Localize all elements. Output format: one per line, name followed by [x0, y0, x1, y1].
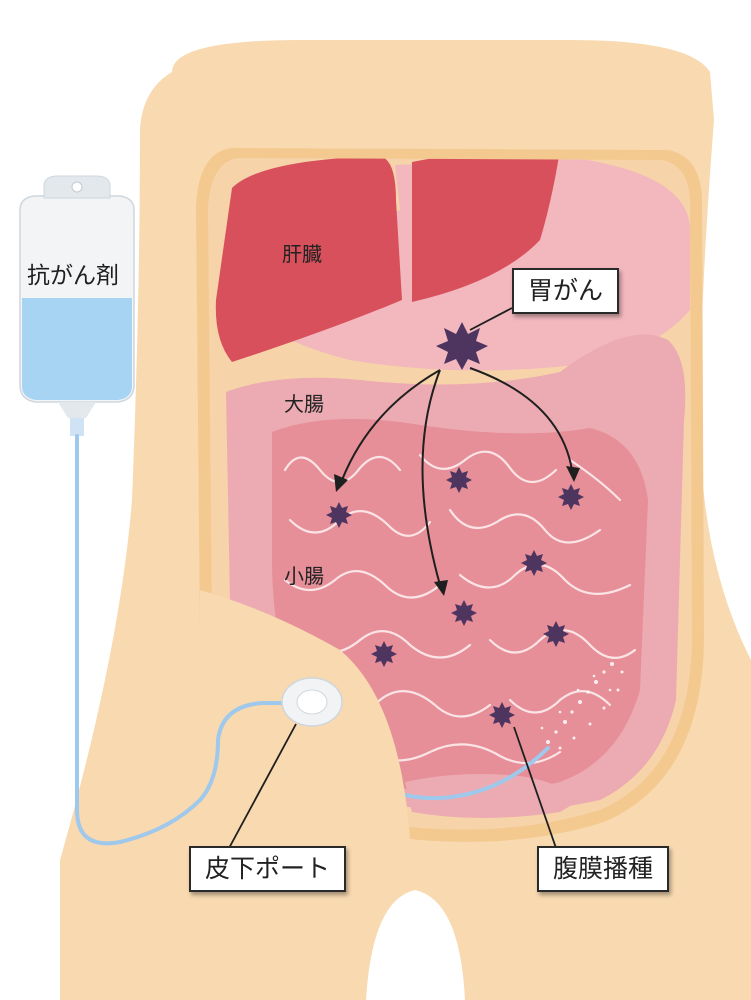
spread-arrows: [341, 367, 573, 586]
subcutaneous-port: [281, 677, 343, 727]
leader-peritoneal-dissemination: [513, 726, 557, 849]
leader-lines: [227, 307, 557, 851]
leader-subcutaneous-port: [227, 723, 297, 851]
liver-right-lobe: [412, 158, 560, 302]
drug-bag-neck: [58, 402, 96, 418]
stomach-cancer-label: 胃がん: [512, 268, 620, 314]
drug-bag: [19, 175, 135, 436]
tumor-nodule: [489, 702, 515, 728]
large-intestine-label: 大腸: [284, 392, 324, 416]
tumor-nodule: [558, 484, 584, 510]
peritoneal-dissemination-label: 腹膜播種: [537, 846, 670, 892]
tumor-nodule: [446, 467, 472, 493]
infusion-line: [75, 434, 292, 846]
tumor-nodule: [543, 621, 569, 647]
drug-bag-hanger-hole: [71, 181, 83, 193]
drug-bag-spout: [70, 418, 84, 436]
drug-bag-fluid: [22, 298, 132, 400]
arrow-heads: [334, 466, 580, 596]
small-intestine-label: 小腸: [284, 564, 324, 588]
tumor-nodule: [326, 502, 352, 528]
tumor-nodule: [451, 600, 477, 626]
drug-spray: [540, 662, 624, 750]
leader-stomach-cancer: [469, 307, 513, 331]
liver-label: 肝臓: [282, 242, 322, 266]
stomach-cancer-tumor: [436, 322, 488, 370]
tumor-nodule: [521, 550, 547, 576]
tumor-nodule: [371, 641, 397, 667]
subcutaneous-port-label: 皮下ポート: [189, 846, 347, 892]
tumor-nodules: [326, 467, 584, 728]
liver-left-lobe: [215, 158, 402, 362]
drug-bag-label: 抗がん剤: [27, 263, 119, 289]
